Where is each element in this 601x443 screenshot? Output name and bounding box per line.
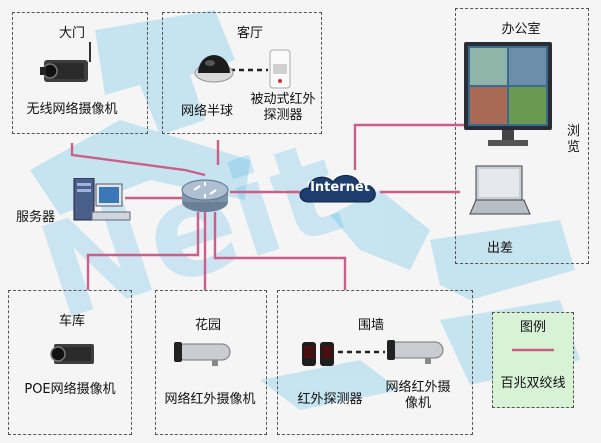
server-icon <box>73 178 131 221</box>
ir-camera-icon <box>174 342 231 366</box>
garden-ir-camera-label: 网络红外摄像机 <box>164 392 256 407</box>
zone-fence <box>277 290 473 435</box>
dome-camera-label: 网络半球 <box>180 104 234 119</box>
zone-living-title: 客厅 <box>236 26 264 41</box>
fence-ir-camera-label: 网络红外摄 像机 <box>385 380 451 411</box>
business-trip-label: 出差 <box>486 241 514 256</box>
zone-gate <box>12 12 148 134</box>
zone-office <box>455 8 589 264</box>
zone-garden-title: 花园 <box>194 318 222 333</box>
wire-office <box>353 123 490 170</box>
poe-camera-label: POE网络摄像机 <box>24 382 116 397</box>
legend <box>492 312 574 408</box>
server-label: 服务器 <box>16 210 56 225</box>
zone-garage <box>8 290 132 435</box>
internet-cloud-icon <box>299 175 376 203</box>
wire-gate <box>70 143 206 177</box>
dome-camera-icon <box>194 55 234 83</box>
wire-fence <box>213 212 347 290</box>
zone-office-title: 办公室 <box>501 22 541 37</box>
wireless-camera-icon <box>40 42 91 82</box>
zone-living <box>162 12 322 134</box>
legend-title: 图例 <box>519 320 547 335</box>
zone-garage-title: 车库 <box>58 314 86 329</box>
poe-camera-icon <box>50 344 94 364</box>
router-icon <box>181 179 229 212</box>
laptop-icon <box>469 165 531 215</box>
ir-beam-detector-icon <box>302 342 334 366</box>
fence-ir-camera-icon <box>387 340 444 364</box>
legend-wire-sample <box>512 348 554 352</box>
monitor-icon <box>464 42 552 146</box>
ir-beam-detector-label: 红外探测器 <box>297 392 363 407</box>
internet-label: Internet <box>310 180 370 195</box>
legend-item-label: 百兆双绞线 <box>500 376 566 391</box>
wire-garage <box>86 212 200 290</box>
zone-gate-title: 大门 <box>58 26 86 41</box>
zone-fence-title: 围墙 <box>357 318 385 333</box>
pir-detector-icon <box>269 49 291 89</box>
zone-garden <box>155 290 267 435</box>
wireless-camera-label: 无线网络摄像机 <box>26 102 118 117</box>
pir-detector-label: 被动式红外 探测器 <box>250 92 316 123</box>
browse-label: 浏览 <box>567 124 581 155</box>
